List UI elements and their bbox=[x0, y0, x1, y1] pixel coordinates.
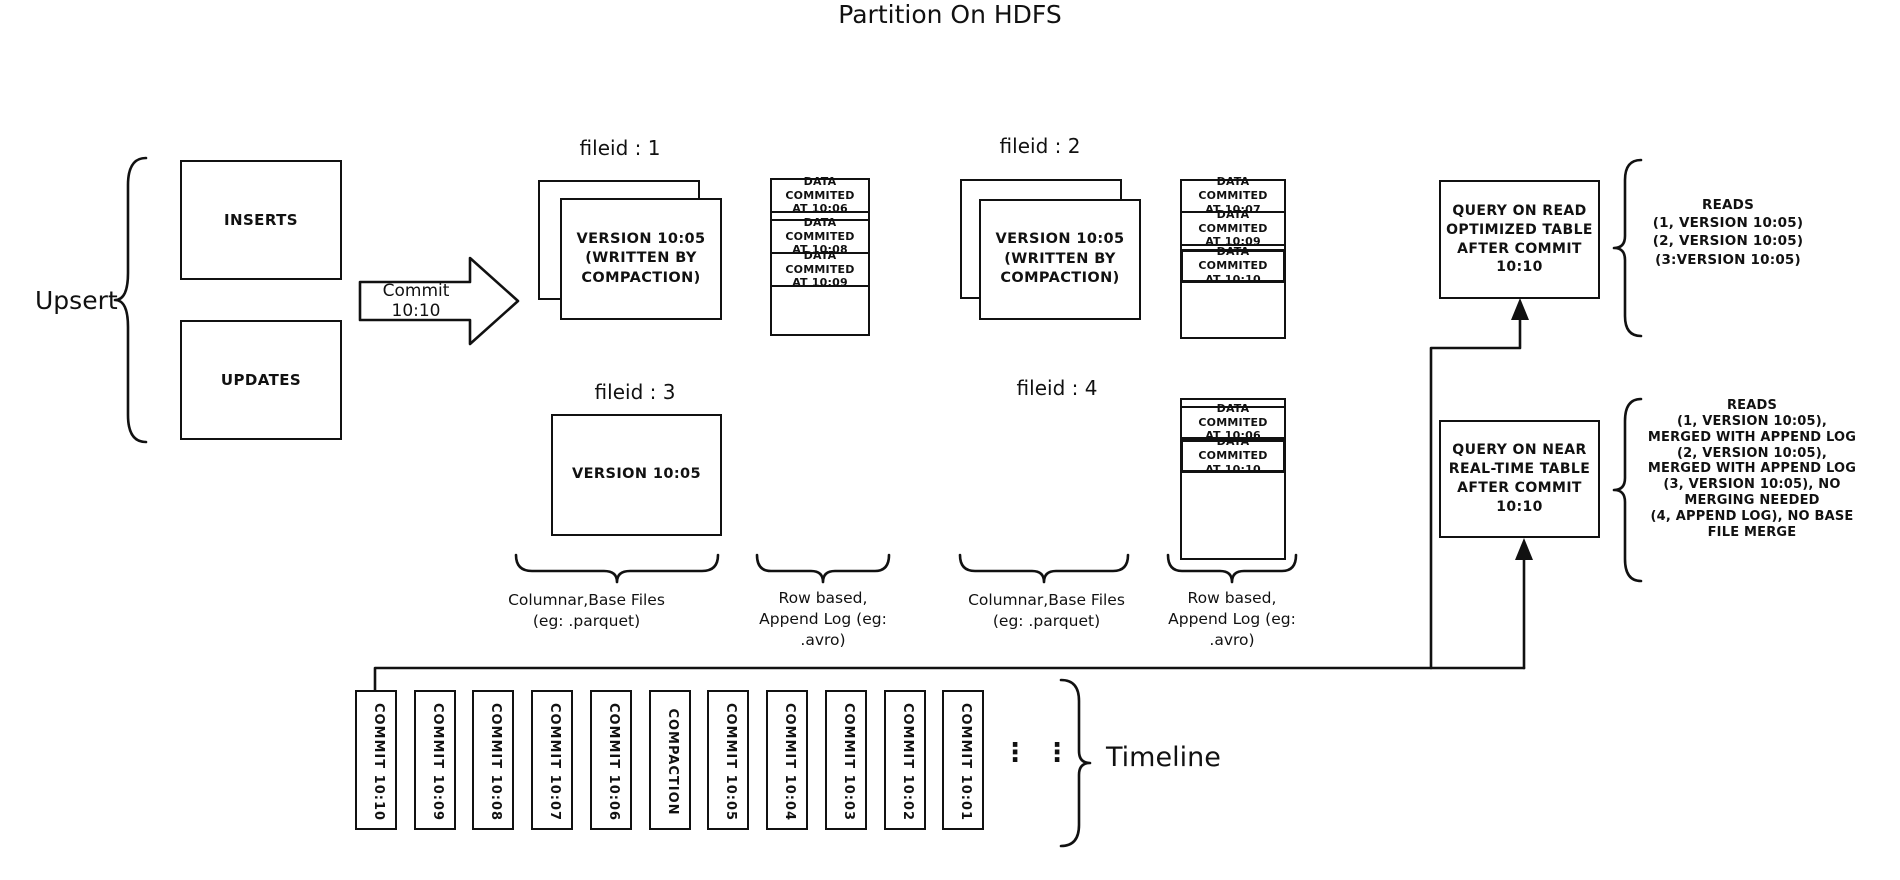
fileid1-log-column: DATA COMMITED AT 10:06 DATA COMMITED AT … bbox=[770, 175, 870, 336]
log-entry-latest: DATA COMMITED AT 10:10 bbox=[1180, 435, 1286, 476]
columnar-base-files-label-2: Columnar,Base Files (eg: .parquet) bbox=[968, 591, 1125, 630]
fileid3-base-box: VERSION 10:05 bbox=[551, 414, 722, 536]
columnar-brace-2-icon bbox=[958, 553, 1130, 584]
fileid4-log-column: DATA COMMITED AT 10:06 DATA COMMITED AT … bbox=[1180, 398, 1286, 560]
timeline-ellipsis: ⋮ bbox=[1044, 738, 1070, 768]
arrowhead-up-icon bbox=[1511, 298, 1529, 320]
query-read-optimized-box: QUERY ON READ OPTIMIZED TABLE AFTER COMM… bbox=[1439, 180, 1600, 299]
inserts-label: INSERTS bbox=[224, 211, 298, 229]
log-divider bbox=[772, 213, 868, 221]
near-realtime-brace-icon bbox=[1612, 397, 1643, 583]
timeline-commit-label: COMMIT 10:10 bbox=[371, 702, 386, 822]
upsert-label: Upsert bbox=[35, 286, 118, 315]
updates-box: UPDATES bbox=[180, 320, 342, 440]
timeline-commit-label: COMMIT 10:06 bbox=[606, 702, 621, 822]
timeline-compaction-box: COMPACTION bbox=[649, 690, 691, 830]
updates-label: UPDATES bbox=[220, 371, 302, 389]
timeline-compaction-label: COMPACTION bbox=[665, 708, 680, 816]
fileid2-base-front-box: VERSION 10:05 (WRITTEN BY COMPACTION) bbox=[979, 199, 1141, 320]
fileid2-log-column: DATA COMMITED AT 10:07 DATA COMMITED AT … bbox=[1180, 175, 1286, 339]
timeline-commit-box: COMMIT 10:07 bbox=[531, 690, 573, 830]
columnar-base-files-label-1: Columnar,Base Files (eg: .parquet) bbox=[508, 591, 665, 630]
log-entry-latest: DATA COMMITED AT 10:10 bbox=[1180, 245, 1286, 286]
timeline-commit-box: COMMIT 10:05 bbox=[707, 690, 749, 830]
timeline-commit-label: COMMIT 10:07 bbox=[547, 702, 562, 822]
columnar-brace-1-icon bbox=[514, 553, 720, 584]
arrowhead-up-icon bbox=[1515, 538, 1533, 560]
timeline-label: Timeline bbox=[1106, 742, 1221, 773]
fileid3-title: fileid : 3 bbox=[594, 380, 676, 404]
timeline-commit-label: COMMIT 10:02 bbox=[900, 702, 915, 822]
commit-arrow-label: Commit 10:10 bbox=[382, 281, 450, 321]
fileid1-base-front-box: VERSION 10:05 (WRITTEN BY COMPACTION) bbox=[560, 198, 722, 320]
timeline-commit-label: COMMIT 10:05 bbox=[723, 702, 738, 822]
fileid2-title: fileid : 2 bbox=[999, 134, 1081, 158]
timeline-commit-label: COMMIT 10:04 bbox=[782, 702, 797, 822]
timeline-commit-box: COMMIT 10:01 bbox=[942, 690, 984, 830]
timeline-commit-label: COMMIT 10:01 bbox=[958, 702, 973, 822]
timeline-commit-box: COMMIT 10:10 bbox=[355, 690, 397, 830]
read-optimized-brace-icon bbox=[1612, 158, 1643, 338]
rowbased-brace-1-icon bbox=[755, 553, 891, 584]
timeline-commit-box: COMMIT 10:08 bbox=[472, 690, 514, 830]
timeline-ellipsis: ⋮ bbox=[1002, 738, 1028, 768]
row-based-append-log-label-2: Row based, Append Log (eg: .avro) bbox=[1168, 589, 1296, 649]
fileid4-title: fileid : 4 bbox=[1016, 376, 1098, 400]
rowbased-brace-2-icon bbox=[1166, 553, 1298, 584]
row-based-append-log-label-1: Row based, Append Log (eg: .avro) bbox=[759, 589, 887, 649]
timeline-commit-box: COMMIT 10:04 bbox=[766, 690, 808, 830]
timeline-commit-box: COMMIT 10:09 bbox=[414, 690, 456, 830]
commit-arrow-icon bbox=[358, 256, 520, 346]
query-near-realtime-box: QUERY ON NEAR REAL-TIME TABLE AFTER COMM… bbox=[1439, 420, 1600, 538]
log-entry: DATA COMMITED AT 10:08 bbox=[772, 216, 868, 256]
timeline-commit-label: COMMIT 10:08 bbox=[488, 702, 503, 822]
diagram-title: Partition On HDFS bbox=[838, 0, 1062, 29]
fileid1-title: fileid : 1 bbox=[579, 136, 661, 160]
inserts-box: INSERTS bbox=[180, 160, 342, 280]
read-optimized-reads-text: READS (1, VERSION 10:05) (2, VERSION 10:… bbox=[1652, 197, 1804, 268]
timeline-brace-icon bbox=[1059, 678, 1092, 848]
timeline-commit-label: COMMIT 10:03 bbox=[841, 702, 856, 822]
near-realtime-reads-text: READS (1, VERSION 10:05), MERGED WITH AP… bbox=[1647, 398, 1857, 540]
timeline-commit-box: COMMIT 10:03 bbox=[825, 690, 867, 830]
timeline-commit-box: COMMIT 10:06 bbox=[590, 690, 632, 830]
log-divider bbox=[1182, 400, 1284, 408]
timeline-connector-line bbox=[373, 666, 1526, 692]
read-optimized-connector-line bbox=[1429, 304, 1522, 670]
timeline-commit-label: COMMIT 10:09 bbox=[430, 702, 445, 822]
timeline-commit-box: COMMIT 10:02 bbox=[884, 690, 926, 830]
upsert-brace-icon bbox=[113, 156, 148, 444]
